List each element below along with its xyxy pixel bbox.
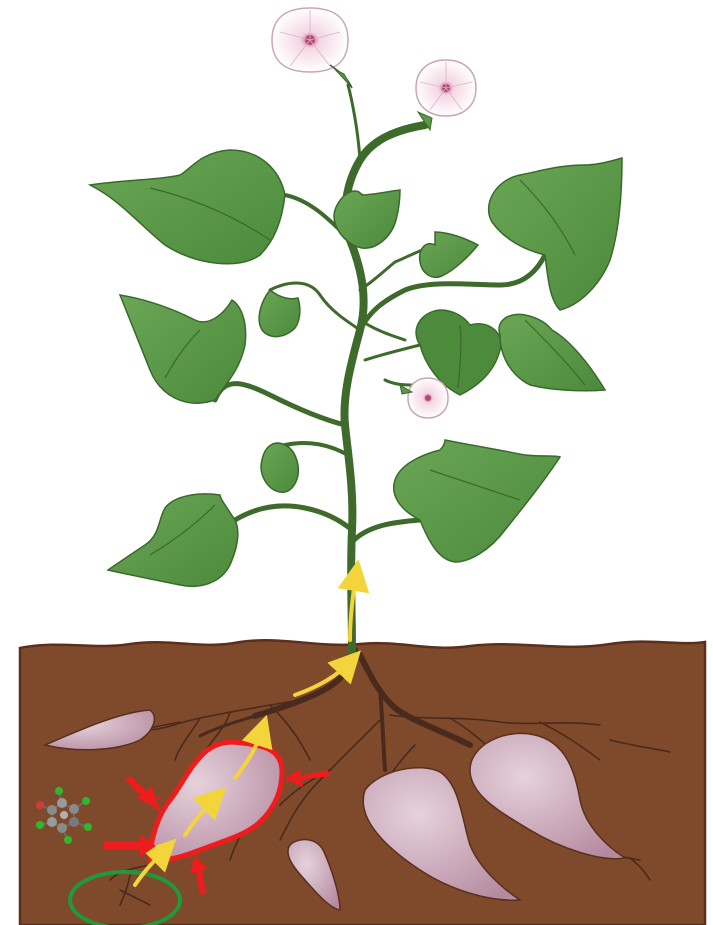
leaf-small-right [420,232,478,277]
leaf-top-left [90,150,285,264]
soil [20,640,705,925]
leaf-top-right [489,158,622,310]
leaf-small-mid-left [259,290,300,337]
leaf-small-lower-mid [261,443,298,492]
flower-top-right [416,60,476,116]
flower-top-left [272,8,348,72]
flower-middle [408,378,448,418]
leaf-small-upper-mid [334,190,400,248]
leaf-lower-right [394,440,560,562]
leaf-mid-right-2 [499,314,605,390]
